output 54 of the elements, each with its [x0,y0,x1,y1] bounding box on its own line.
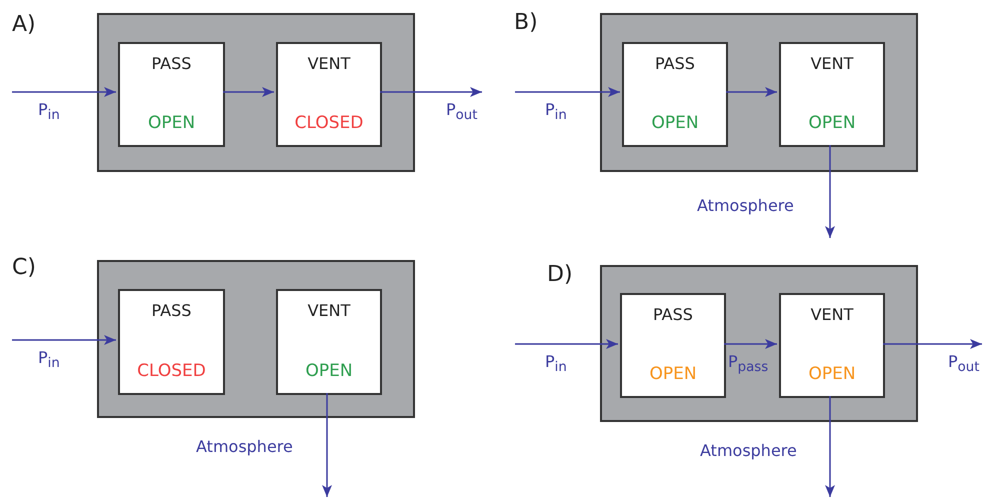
edge-label: P$_{in}$ [38,100,60,124]
flow-arrow [12,87,116,97]
panel-letter: B) [514,10,538,35]
edge-label: P$_{out}$ [446,100,478,124]
flow-arrow [515,87,620,97]
valve-box [276,42,382,147]
valve-name: PASS [152,301,192,320]
valve-box [620,293,726,398]
edge-label: P$_{in}$ [38,348,60,372]
edge-label: P$_{out}$ [948,352,980,376]
valve-name: PASS [653,305,693,324]
panel-letter: D) [547,262,573,287]
edge-label: P$_{in}$ [545,352,567,376]
panel-letter: C) [12,255,36,280]
flow-arrow [825,145,835,238]
valve-name: VENT [308,54,350,73]
edge-label: Atmosphere [196,437,293,456]
valve-name: VENT [810,305,854,324]
manifold-block [97,260,415,418]
valve-box [779,293,885,398]
valve-status: OPEN [808,364,856,384]
valve-status: OPEN [651,113,699,133]
edge-label: P$_{pass}$ [728,352,768,376]
valve-status: OPEN [649,364,697,384]
flow-arrow [726,87,777,97]
valve-name: PASS [655,54,695,73]
valve-status: OPEN [148,113,196,133]
edge-label: Atmosphere [697,196,794,215]
flow-arrow [322,393,332,497]
valve-box [118,289,225,395]
valve-name: PASS [152,54,192,73]
flow-arrow [515,339,618,349]
valve-box [118,42,225,147]
valve-box [622,42,728,147]
valve-box [779,42,885,147]
valve-name: VENT [308,301,350,320]
edge-label: Atmosphere [700,441,797,460]
flow-arrow [380,87,482,97]
manifold-block [600,13,918,172]
manifold-block [97,13,415,172]
valve-status: CLOSED [137,361,206,381]
flow-arrow [724,339,777,349]
valve-box [276,289,382,395]
flow-arrow [883,339,982,349]
manifold-block [600,265,918,422]
flow-arrow [825,396,835,497]
valve-status: OPEN [305,361,353,381]
edge-label: P$_{in}$ [545,100,567,124]
panel-letter: A) [12,12,36,37]
flow-arrow [12,335,116,345]
valve-status: OPEN [808,113,856,133]
valve-status: CLOSED [294,113,364,133]
flow-arrow [223,87,274,97]
valve-name: VENT [810,54,854,73]
